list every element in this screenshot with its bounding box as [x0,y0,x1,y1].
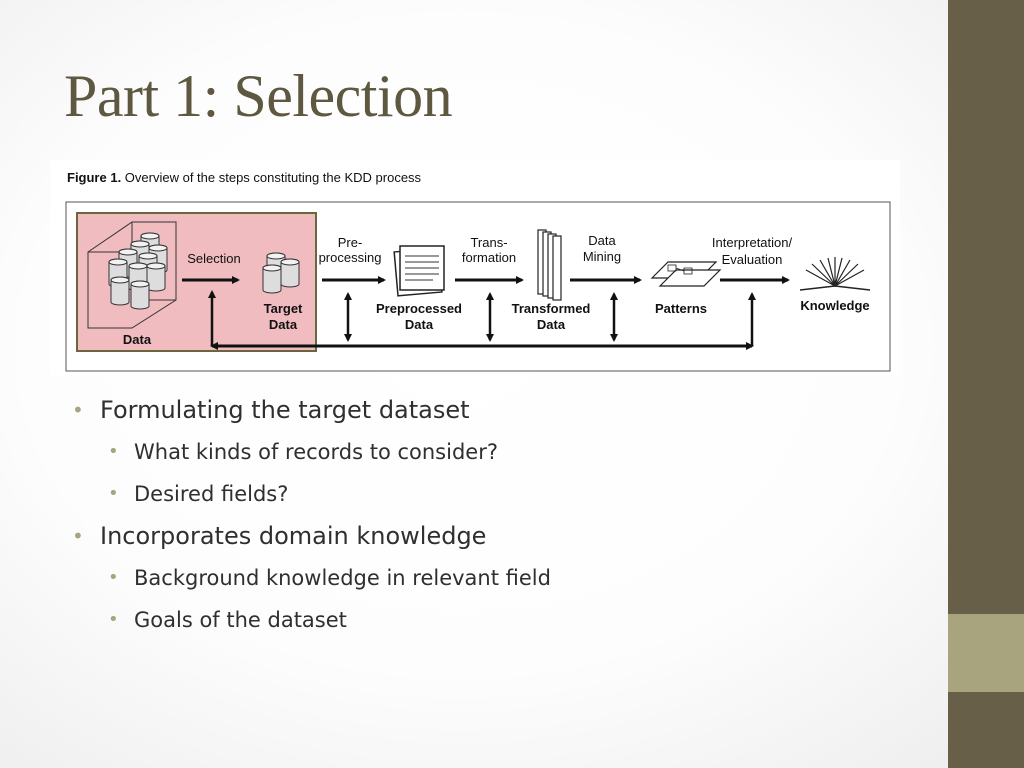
selection-label: Selection [187,251,240,266]
knowledge-label: Knowledge [800,298,869,313]
transformation-label-line1: Trans- [470,235,507,250]
data-label: Data [123,332,152,347]
sub-bullet-item: Goals of the dataset [72,602,551,644]
preprocessing-label-line1: Pre- [338,235,363,250]
preprocessed-data-label-line1: Preprocessed [376,301,462,316]
sub-bullet-item: Desired fields? [72,476,551,518]
patterns-icon [650,261,722,287]
kdd-process-diagram: Data Selection Target Data Pre- processi… [65,201,891,372]
interpretation-label-line2: Evaluation [722,252,783,267]
sidebar-accent-block [948,614,1024,692]
figure-caption-label: Figure 1. [67,170,122,185]
slide-title: Part 1: Selection [64,63,453,129]
transformed-data-label-line2: Data [537,317,566,332]
data-icon [87,221,177,329]
target-data-icon [262,252,300,294]
knowledge-book-icon [799,257,871,291]
preprocessing-label-line2: processing [319,250,382,265]
preprocessed-data-icon [393,245,445,297]
figure-caption: Figure 1. Overview of the steps constitu… [67,170,421,185]
data-mining-label-line1: Data [588,233,616,248]
transformed-data-label-line1: Transformed [512,301,591,316]
bullet-list: Formulating the target dataset What kind… [72,392,551,644]
transformed-data-icon [537,229,562,301]
sub-bullet-item: Background knowledge in relevant field [72,560,551,602]
patterns-label: Patterns [655,301,707,316]
sub-bullet-item: What kinds of records to consider? [72,434,551,476]
transformation-label-line2: formation [462,250,516,265]
data-mining-label-line2: Mining [583,249,621,264]
preprocessed-data-label-line2: Data [405,317,434,332]
figure-caption-text: Overview of the steps constituting the K… [121,170,422,185]
target-data-label-line2: Data [269,317,298,332]
interpretation-label-line1: Interpretation/ [712,235,793,250]
bullet-item: Incorporates domain knowledge [72,518,551,560]
target-data-label-line1: Target [264,301,303,316]
bullet-item: Formulating the target dataset [72,392,551,434]
